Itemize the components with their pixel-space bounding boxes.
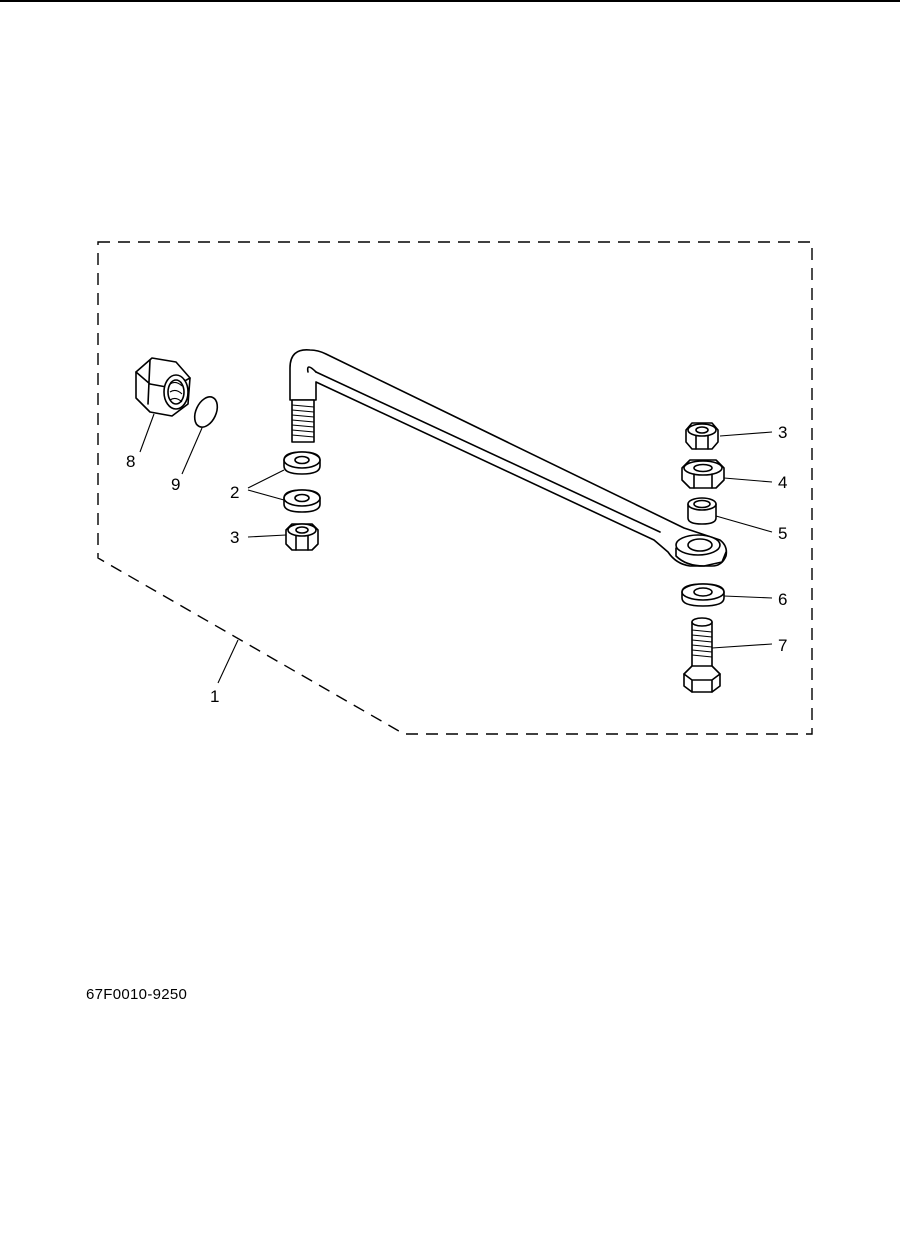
part-3-nut-left: [285, 523, 319, 551]
bolt-thread: [691, 629, 713, 658]
leader-lines: [139, 413, 773, 684]
leader-5: [715, 515, 773, 533]
callout-6: 6: [778, 590, 787, 609]
callout-4: 4: [778, 473, 787, 492]
leader-8: [139, 413, 155, 453]
diagram-part-code: 67F0010-9250: [86, 986, 188, 1003]
part-6-washer: [681, 583, 725, 607]
leader-9: [181, 427, 203, 475]
callout-9: 9: [171, 475, 180, 494]
part-3-nut-right: [685, 422, 719, 450]
top-rule: [0, 0, 900, 2]
leader-6: [723, 595, 773, 599]
leader-4: [723, 477, 773, 483]
part-9-o-ring: [193, 396, 219, 428]
part-5-collar: [687, 497, 717, 525]
part-8-fitting-nut: [135, 357, 191, 417]
callout-8: 8: [126, 452, 135, 471]
callout-1: 1: [210, 687, 219, 706]
kit-boundary: [97, 241, 813, 735]
callout-5: 5: [778, 524, 787, 543]
eye-hole: [687, 538, 713, 552]
leader-2a: [247, 469, 285, 489]
leader-1: [217, 639, 239, 684]
leader-2b: [247, 489, 285, 501]
part-2-washer-lower: [283, 489, 321, 513]
callout-2: 2: [230, 483, 239, 502]
leader-3-right: [719, 431, 773, 437]
rod-thread: [291, 404, 315, 438]
part-7-bolt: [683, 617, 721, 693]
part-2-washer-upper: [283, 451, 321, 475]
leader-3-left: [247, 534, 287, 538]
part-4-nut: [681, 459, 725, 489]
callout-3-left: 3: [230, 528, 239, 547]
leader-7: [711, 643, 773, 649]
callout-7: 7: [778, 636, 787, 655]
callout-3-right: 3: [778, 423, 787, 442]
link-rod: [289, 349, 728, 567]
